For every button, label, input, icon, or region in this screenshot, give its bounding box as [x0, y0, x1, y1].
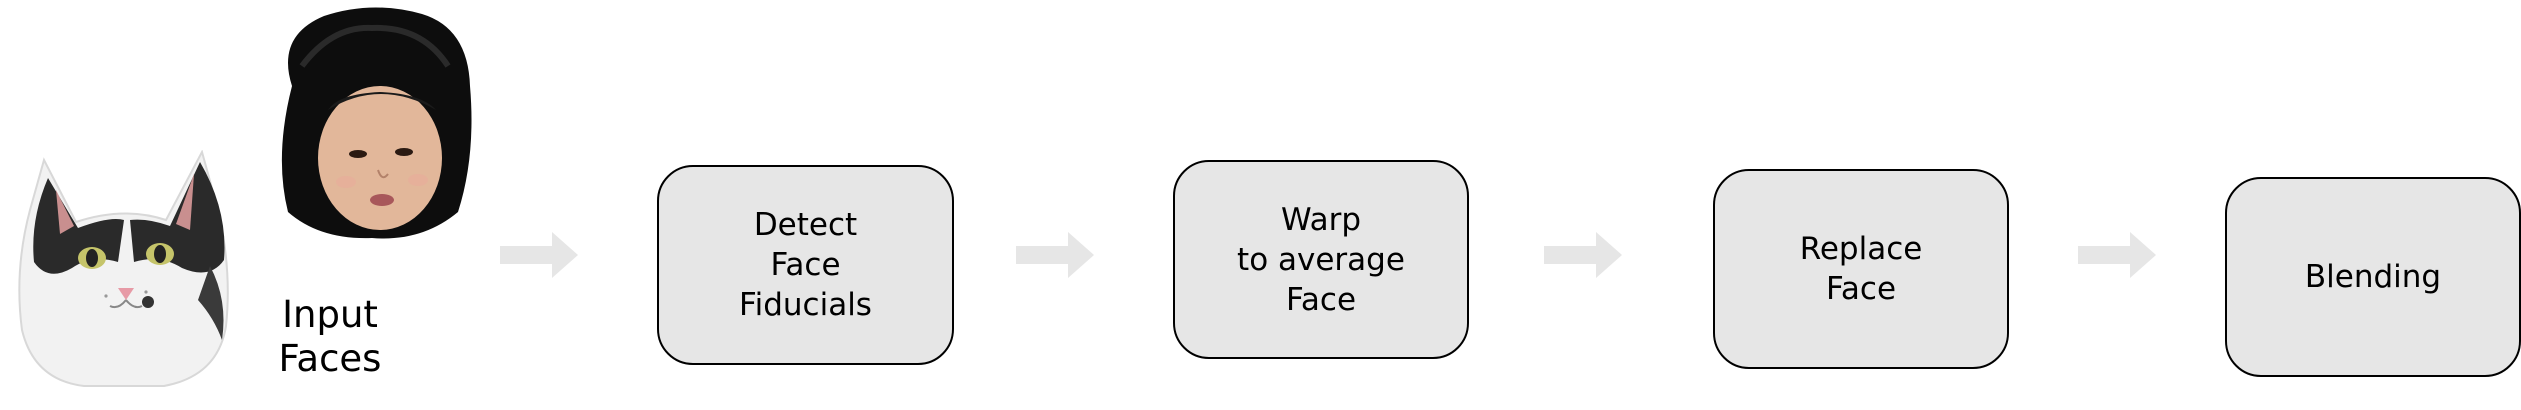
step-warp-to-average-face: Warp to average Face — [1173, 160, 1469, 359]
step-detect-face-fiducials: Detect Face Fiducials — [657, 165, 954, 365]
input-label-line-1: Input — [282, 293, 378, 336]
step-label-line: Replace — [1799, 231, 1923, 267]
step-label-line: Face — [1285, 281, 1357, 318]
cat-face-image — [18, 150, 229, 387]
arrow-icon — [1544, 232, 1622, 278]
step-label-line: Detect — [753, 207, 858, 243]
arrow-icon — [2078, 232, 2156, 278]
input-label-line-2: Faces — [278, 337, 382, 380]
baby-face-image — [281, 7, 472, 239]
step-label-line: Blending — [2304, 259, 2442, 295]
step-label-line: Face — [770, 247, 841, 283]
step-label-line: Fiducials — [739, 287, 872, 323]
step-replace-face: Replace Face — [1713, 169, 2009, 369]
step-label-line: Face — [1825, 271, 1897, 307]
arrow-icon — [1016, 232, 1094, 278]
step-label-line: to average — [1237, 241, 1405, 278]
step-blending: Blending — [2225, 177, 2521, 377]
input-faces-label: Input Faces — [248, 293, 412, 381]
step-label-line: Warp — [1280, 201, 1362, 238]
arrow-icon — [500, 232, 578, 278]
